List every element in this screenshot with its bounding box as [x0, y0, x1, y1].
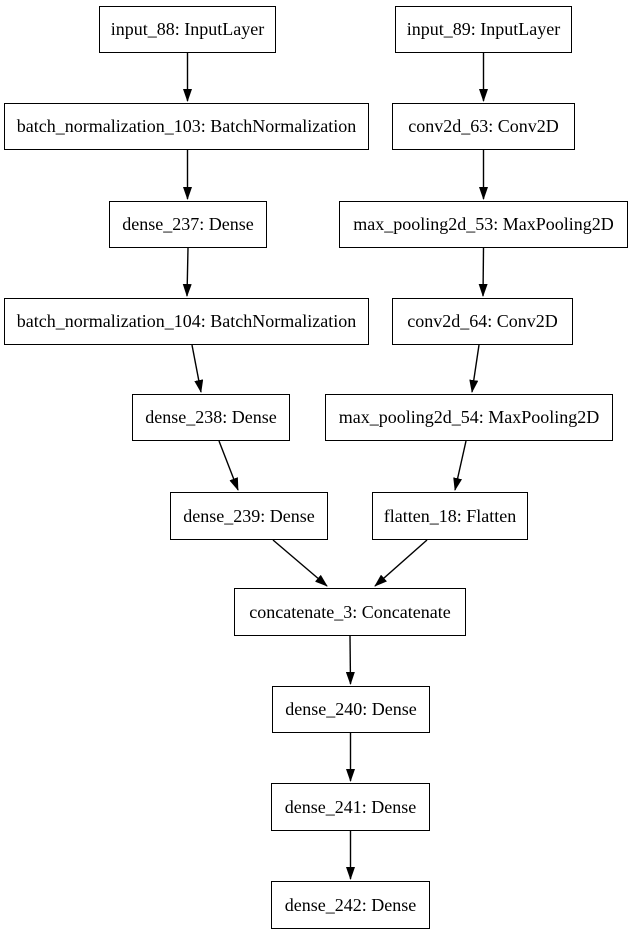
node-dense_238: dense_238: Dense	[132, 394, 290, 441]
node-conv2d_63: conv2d_63: Conv2D	[392, 103, 575, 150]
edge-dense_237-to-batch_normalization_104	[182, 247, 192, 297]
node-max_pooling2d_54: max_pooling2d_54: MaxPooling2D	[325, 394, 613, 441]
node-batch_normalization_103: batch_normalization_103: BatchNormalizat…	[4, 103, 369, 150]
edge-concatenate_3-to-dense_240	[345, 635, 355, 685]
node-dense_240: dense_240: Dense	[272, 686, 430, 733]
node-input_88: input_88: InputLayer	[99, 6, 276, 53]
node-concatenate_3: concatenate_3: Concatenate	[234, 588, 466, 636]
edge-max_pooling2d_53-to-conv2d_64	[478, 247, 488, 297]
node-dense_241: dense_241: Dense	[271, 783, 430, 831]
edge-flatten_18-to-concatenate_3	[374, 539, 428, 587]
edge-max_pooling2d_54-to-flatten_18	[453, 440, 467, 491]
node-conv2d_64: conv2d_64: Conv2D	[392, 298, 573, 345]
edge-batch_normalization_104-to-dense_238	[191, 344, 204, 393]
node-dense_242: dense_242: Dense	[271, 881, 430, 929]
edge-dense_238-to-dense_239	[218, 440, 239, 491]
edge-conv2d_64-to-max_pooling2d_54	[469, 344, 480, 393]
node-dense_239: dense_239: Dense	[170, 492, 328, 540]
edge-dense_239-to-concatenate_3	[272, 539, 328, 587]
node-input_89: input_89: InputLayer	[395, 6, 572, 53]
node-dense_237: dense_237: Dense	[109, 201, 267, 248]
node-flatten_18: flatten_18: Flatten	[372, 492, 528, 540]
node-batch_normalization_104: batch_normalization_104: BatchNormalizat…	[4, 298, 369, 345]
node-max_pooling2d_53: max_pooling2d_53: MaxPooling2D	[339, 201, 628, 248]
